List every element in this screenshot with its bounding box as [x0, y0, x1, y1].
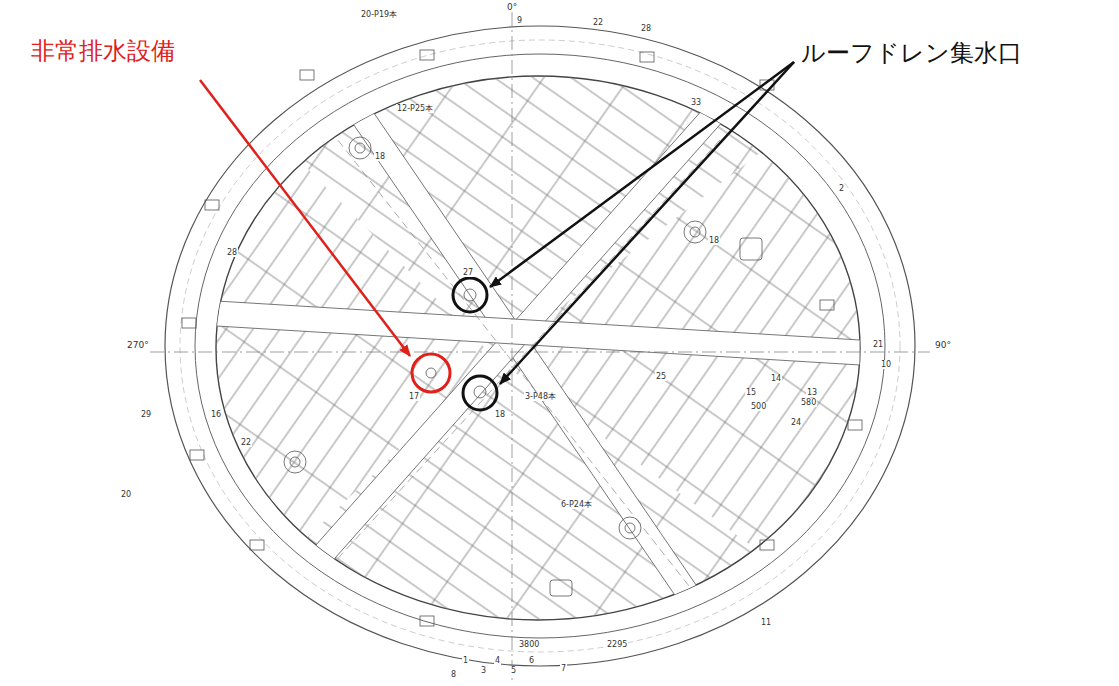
callout-number: 22: [592, 18, 604, 27]
callout-number: 5: [510, 666, 517, 675]
section-label: ルーフドレン集水口: [800, 40, 1023, 68]
pile-note: 20-P19本: [360, 10, 398, 19]
callout-number: 9: [516, 16, 523, 25]
callout-number: 18: [374, 152, 386, 161]
callout-number: 15: [745, 388, 757, 397]
callout-number: 13: [806, 388, 818, 397]
callout-number: 28: [226, 248, 238, 257]
angle-label: 0°: [506, 2, 518, 12]
section-label: 非常排水設備: [30, 38, 176, 66]
callout-number: 8: [450, 670, 457, 679]
dimension: 580: [800, 398, 817, 407]
callout-number: 18: [494, 410, 506, 419]
callout-number: 16: [210, 410, 222, 419]
callout-number: 6: [528, 656, 535, 665]
angle-label: 90°: [934, 340, 952, 350]
callout-number: 3: [480, 666, 487, 675]
callout-number: 4: [494, 656, 501, 665]
callout-number: 1: [462, 656, 469, 665]
callout-number: 33: [690, 98, 702, 107]
dimension: 3800: [518, 640, 540, 649]
callout-number: 27: [462, 268, 474, 277]
callout-number: 10: [880, 360, 892, 369]
callout-number: 7: [560, 664, 567, 673]
callout-number: 17: [408, 392, 420, 401]
callout-number: 18: [708, 236, 720, 245]
angle-label: 270°: [126, 340, 150, 350]
callout-number: 22: [240, 438, 252, 447]
dimension: 2295: [606, 640, 628, 649]
callout-number: 25: [655, 372, 667, 381]
callout-number: 14: [770, 374, 782, 383]
pile-note: 6-P24本: [560, 500, 593, 509]
dimension: 500: [750, 402, 767, 411]
callout-number: 21: [872, 340, 884, 349]
callout-number: 24: [790, 418, 802, 427]
callout-number: 29: [140, 410, 152, 419]
callout-number: 20: [120, 490, 132, 499]
pile-note: 3-P48本: [524, 392, 557, 401]
callout-number: 28: [640, 24, 652, 33]
callout-number: 11: [760, 618, 772, 627]
callout-number: 2: [838, 184, 845, 193]
pile-note: 12-P25本: [396, 104, 434, 113]
